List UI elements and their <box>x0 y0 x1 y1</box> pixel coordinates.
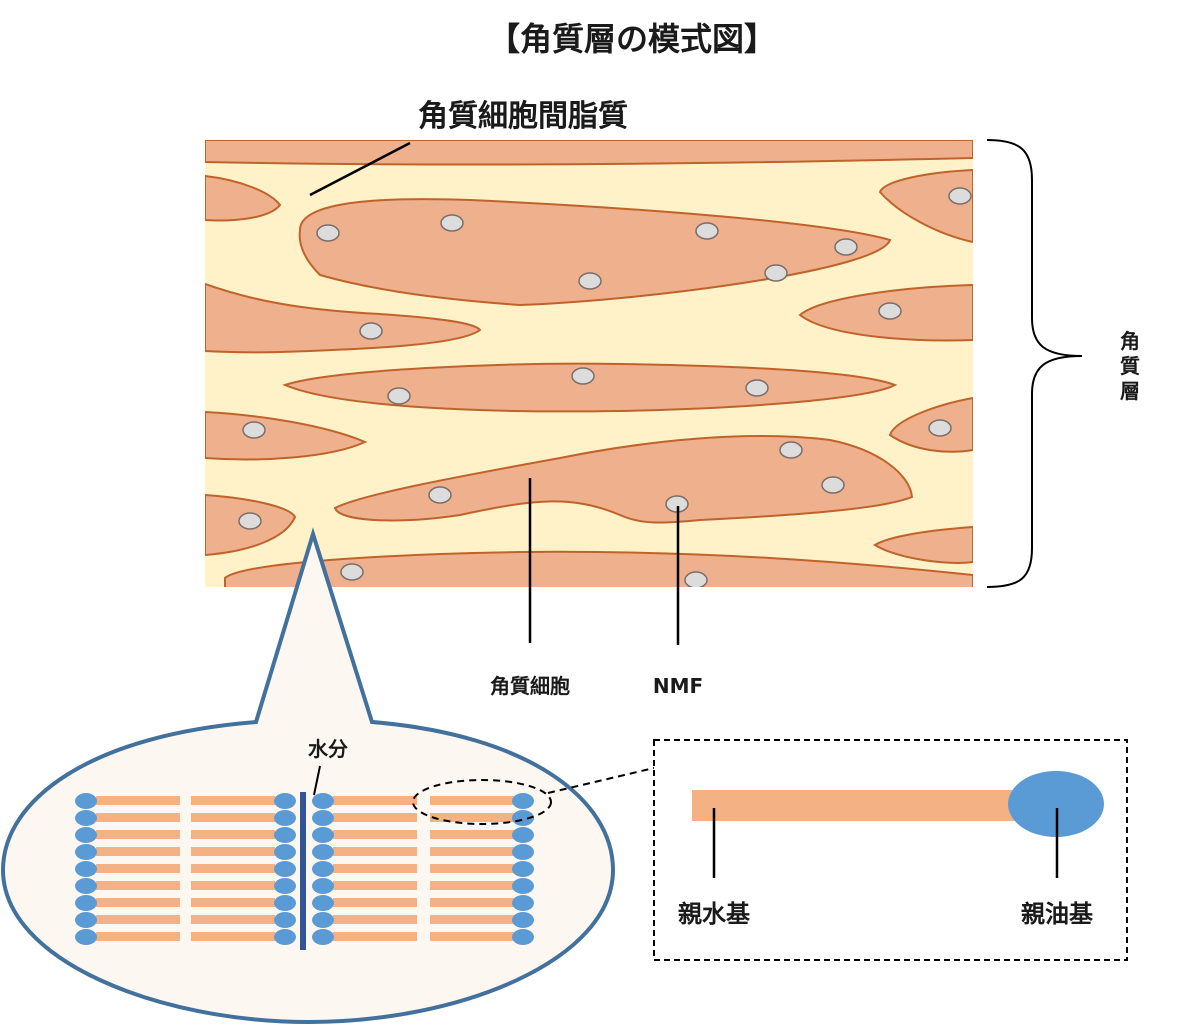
water-layer <box>300 792 306 950</box>
corneocyte <box>205 410 368 461</box>
nmf-granule <box>359 322 383 340</box>
layer-label-char: 質 <box>1120 354 1140 378</box>
nmf-granule <box>928 419 952 437</box>
molecule-tail <box>692 790 1022 821</box>
diagram-title: 【角質層の模式図】 <box>488 20 776 58</box>
nmf-granule <box>745 379 769 397</box>
nmf-granule <box>684 571 708 587</box>
magnifier-bubble <box>0 527 616 1025</box>
nmf-granule <box>695 222 719 240</box>
nmf-granule <box>834 238 858 256</box>
corneocyte <box>205 282 482 354</box>
corneocyte <box>224 550 973 587</box>
nmf-granule <box>878 302 902 320</box>
molecule-head <box>1008 771 1104 837</box>
lipid-bilayer <box>75 792 534 950</box>
lipid-leader-line <box>309 141 411 197</box>
nmf-granule <box>238 512 262 530</box>
nmf-granule <box>578 272 602 290</box>
layer-brace <box>986 139 1083 588</box>
cell-label: 角質細胞 <box>490 674 570 698</box>
nmf-granule <box>764 264 788 282</box>
nmf-granule <box>428 486 452 504</box>
corneocyte <box>878 168 973 244</box>
corneocyte <box>333 435 914 524</box>
stratum-corneum-panel <box>205 140 973 587</box>
corneocyte <box>282 362 898 413</box>
corneocyte <box>205 174 282 222</box>
corneocyte <box>205 140 973 166</box>
nmf-granule <box>948 187 972 205</box>
nmf-granule <box>779 441 803 459</box>
nmf-granule <box>242 421 266 439</box>
layer-label-char: 角 <box>1120 329 1140 353</box>
nmf-granule <box>821 476 845 494</box>
water-leader-line <box>313 765 321 796</box>
nmf-label: NMF <box>653 674 703 698</box>
lipophilic-label: 親油基 <box>1021 900 1094 928</box>
lipid-label: 角質細胞間脂質 <box>418 99 628 134</box>
nmf-granule <box>387 387 411 405</box>
nmf-granule <box>340 563 364 581</box>
nmf-granule <box>440 214 464 232</box>
corneocyte <box>873 525 973 564</box>
nmf-granule <box>316 224 340 242</box>
hydrophilic-label: 親水基 <box>678 900 751 928</box>
water-label: 水分 <box>308 737 348 761</box>
highlight-ellipse <box>412 779 552 825</box>
zoom-connector-line <box>547 767 655 794</box>
layer-label-char: 層 <box>1120 379 1140 403</box>
nmf-granule <box>571 367 595 385</box>
